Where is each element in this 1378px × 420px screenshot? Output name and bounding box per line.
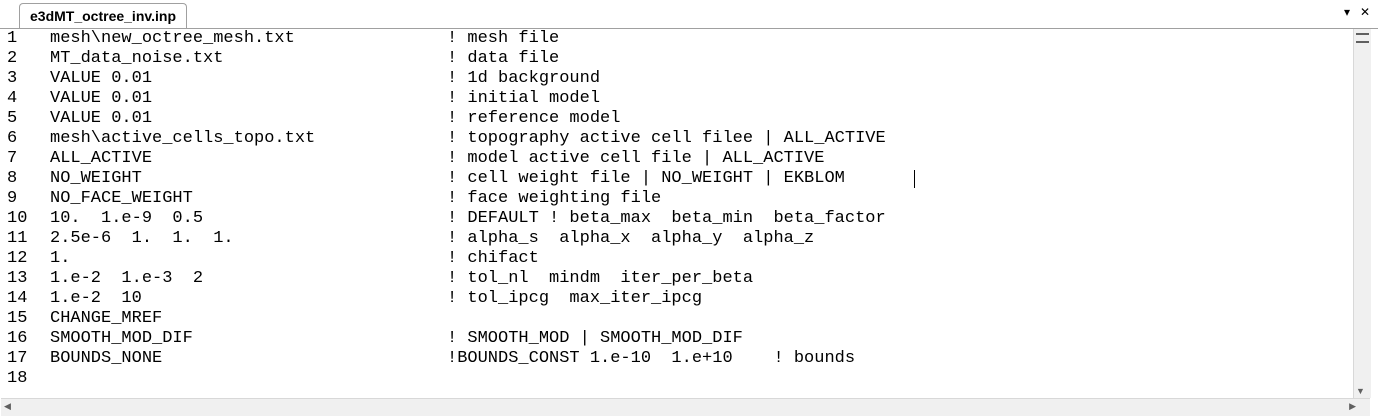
code-line[interactable]: 5 VALUE 0.01 ! reference model [1,109,1352,129]
line-code: VALUE 0.01 [50,89,153,108]
line-comment: ! mesh file [447,29,560,48]
line-number: 11 [7,229,28,248]
vertical-scrollbar[interactable]: ▼ [1353,29,1371,398]
line-number: 14 [7,289,28,308]
chevron-down-icon[interactable]: ▾ [1343,5,1351,19]
line-number: 2 [7,49,18,68]
line-code: ALL_ACTIVE [50,149,153,168]
tab-controls: ▾ ✕ [1340,5,1372,19]
close-icon[interactable]: ✕ [1359,5,1371,19]
code-line[interactable]: 17 BOUNDS_NONE !BOUNDS_CONST 1.e-10 1.e+10… [1,349,1352,369]
scroll-right-arrow-icon[interactable]: ▶ [1349,401,1356,411]
code-line[interactable]: 14 1.e-2 10 ! tol_ipcg max_iter_ipcg [1,289,1352,309]
code-line[interactable]: 10 10. 1.e-9 0.5 ! DEFAULT ! beta_max beta… [1,209,1352,229]
line-code: NO_WEIGHT [50,169,142,188]
code-line[interactable]: 11 2.5e-6 1. 1. 1. ! alpha_s alpha_x alpha… [1,229,1352,249]
code-line[interactable]: 15 CHANGE_MREF [1,309,1352,329]
line-comment: !BOUNDS_CONST 1.e-10 1.e+10 ! bounds [447,349,856,368]
scrollbar-corner [1356,399,1370,416]
code-line[interactable]: 16 SMOOTH_MOD_DIF ! SMOOTH_MOD | SMOOTH_MO… [1,329,1352,349]
line-number: 4 [7,89,18,108]
line-number: 7 [7,149,18,168]
line-code: mesh\new_octree_mesh.txt [50,29,295,48]
line-number: 5 [7,109,18,128]
line-code: CHANGE_MREF [50,309,163,328]
line-comment: ! model active cell file | ALL_ACTIVE [447,149,825,168]
line-code: VALUE 0.01 [50,109,153,128]
line-code: MT_data_noise.txt [50,49,224,68]
code-line[interactable]: 13 1.e-2 1.e-3 2 ! tol_nl mindm iter_per_b… [1,269,1352,289]
line-comment: ! topography active cell filee | ALL_ACT… [447,129,886,148]
line-comment: ! SMOOTH_MOD | SMOOTH_MOD_DIF [447,329,743,348]
tab-bar: e3dMT_octree_inv.inp ▾ ✕ [0,0,1378,29]
line-code: 2.5e-6 1. 1. 1. [50,229,234,248]
text-editor[interactable]: 1 mesh\new_octree_mesh.txt ! mesh file 2 MT_… [1,29,1352,398]
code-line[interactable]: 8 NO_WEIGHT ! cell weight file | NO_WEIGHT… [1,169,1352,189]
line-number: 15 [7,309,28,328]
scroll-down-arrow-icon[interactable]: ▼ [1356,386,1365,396]
scroll-thumb[interactable] [1356,33,1369,43]
code-line[interactable]: 12 1. ! chifact [1,249,1352,269]
line-number: 6 [7,129,18,148]
line-code: mesh\active_cells_topo.txt [50,129,316,148]
line-code: 1.e-2 1.e-3 2 [50,269,204,288]
line-comment: ! data file [447,49,560,68]
line-number: 17 [7,349,28,368]
line-number: 12 [7,249,28,268]
horizontal-scrollbar[interactable]: ◀ ▶ [1,398,1370,416]
line-comment: ! initial model [447,89,601,108]
text-caret [914,170,915,188]
code-line[interactable]: 7 ALL_ACTIVE ! model active cell file | AL… [1,149,1352,169]
scroll-left-arrow-icon[interactable]: ◀ [4,401,11,411]
line-comment: ! alpha_s alpha_x alpha_y alpha_z [447,229,815,248]
code-line[interactable]: 9 NO_FACE_WEIGHT ! face weighting file [1,189,1352,209]
window-frame-right [1372,29,1378,420]
line-comment: ! 1d background [447,69,601,88]
line-comment: ! chifact [447,249,539,268]
line-code: SMOOTH_MOD_DIF [50,329,193,348]
line-number: 16 [7,329,28,348]
line-number: 18 [7,369,28,388]
line-comment: ! cell weight file | NO_WEIGHT | EKBLOM [447,169,845,188]
code-line[interactable]: 1 mesh\new_octree_mesh.txt ! mesh file [1,29,1352,49]
line-code: 10. 1.e-9 0.5 [50,209,204,228]
code-line[interactable]: 6 mesh\active_cells_topo.txt ! topography … [1,129,1352,149]
line-code: BOUNDS_NONE [50,349,163,368]
line-number: 9 [7,189,18,208]
line-code: VALUE 0.01 [50,69,153,88]
line-comment: ! tol_nl mindm iter_per_beta [447,269,754,288]
line-number: 8 [7,169,18,188]
tab-e3dmt-octree-inv[interactable]: e3dMT_octree_inv.inp [19,3,188,28]
line-code: 1. [50,249,71,268]
line-number: 1 [7,29,18,48]
line-comment: ! reference model [447,109,621,128]
code-line[interactable]: 18 [1,369,1352,389]
line-number: 13 [7,269,28,288]
line-number: 3 [7,69,18,88]
line-comment: ! tol_ipcg max_iter_ipcg [447,289,703,308]
code-line[interactable]: 4 VALUE 0.01 ! initial model [1,89,1352,109]
line-comment: ! DEFAULT ! beta_max beta_min beta_facto… [447,209,886,228]
line-code: 1.e-2 10 [50,289,142,308]
line-code: NO_FACE_WEIGHT [50,189,193,208]
line-comment: ! face weighting file [447,189,662,208]
code-line[interactable]: 3 VALUE 0.01 ! 1d background [1,69,1352,89]
line-number: 10 [7,209,28,228]
code-line[interactable]: 2 MT_data_noise.txt ! data file [1,49,1352,69]
